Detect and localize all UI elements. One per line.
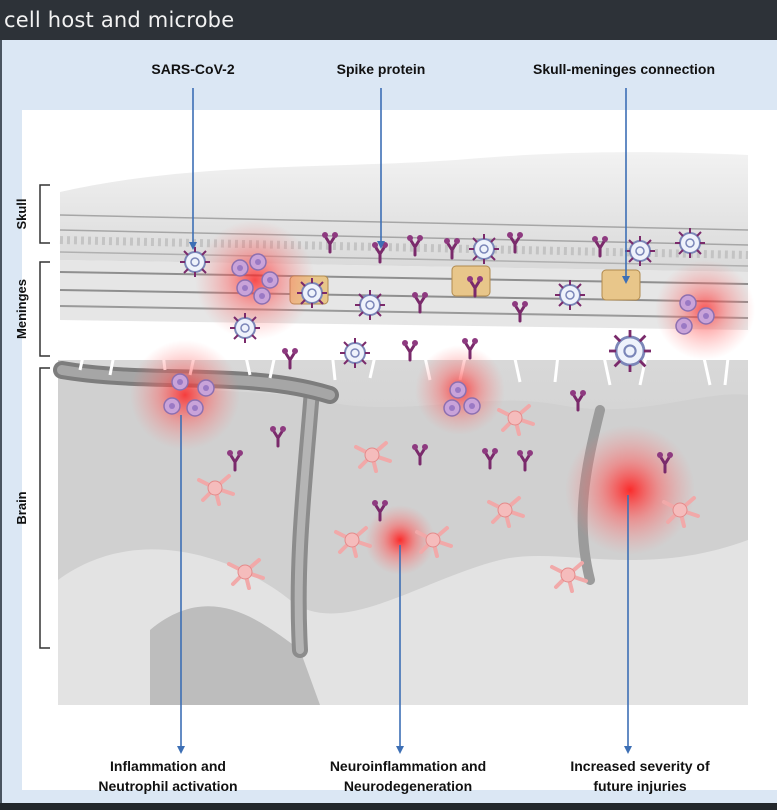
label-severity-line1: Increased severity of bbox=[570, 758, 710, 774]
app-header: cell host and microbe bbox=[0, 0, 777, 40]
label-inflammation-line1: Inflammation and bbox=[110, 758, 226, 774]
pointer-lines bbox=[177, 88, 632, 754]
page-title: cell host and microbe bbox=[4, 8, 235, 32]
label-severity-line2: future injuries bbox=[593, 778, 687, 794]
label-spike-protein: Spike protein bbox=[337, 61, 426, 77]
bottom-strip bbox=[0, 803, 777, 810]
side-label-brain: Brain bbox=[14, 491, 29, 524]
diagram-panel: Skull Meninges Brain SARS-CoV-2 Spike pr… bbox=[0, 40, 777, 810]
side-label-skull: Skull bbox=[14, 198, 29, 229]
label-sars-cov-2: SARS-CoV-2 bbox=[151, 61, 234, 77]
label-neuroinflammation-line2: Neurodegeneration bbox=[344, 778, 472, 794]
side-label-meninges: Meninges bbox=[14, 279, 29, 339]
label-neuroinflammation-line1: Neuroinflammation and bbox=[330, 758, 486, 774]
label-inflammation-line2: Neutrophil activation bbox=[98, 778, 237, 794]
side-brackets bbox=[39, 184, 50, 649]
label-skull-meninges-connection: Skull-meninges connection bbox=[533, 61, 715, 77]
panel-left-border bbox=[0, 40, 2, 810]
diagram-canvas: Skull Meninges Brain SARS-CoV-2 Spike pr… bbox=[14, 61, 777, 794]
